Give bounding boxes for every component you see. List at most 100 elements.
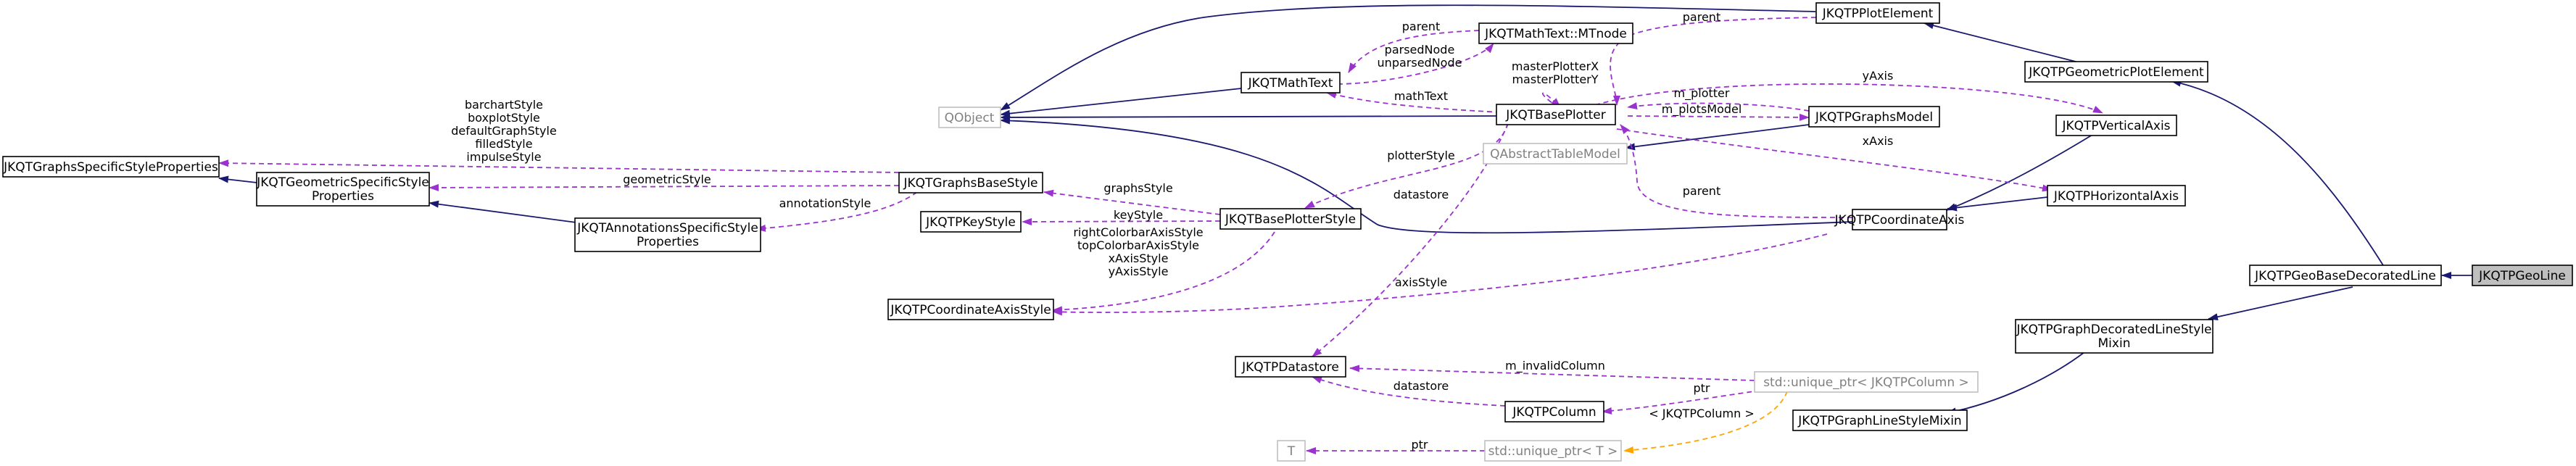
edge-m-plotsmodel [1627,113,1810,121]
label-axisstyle: axisStyle [1395,275,1447,289]
label-datastore-column: datastore [1393,379,1449,393]
label-axisstyles-4: yAxisStyle [1109,265,1169,278]
label-ptr-column: ptr [1693,381,1710,395]
node-jkqtpcoordinateaxis-label: JKQTPCoordinateAxis [1834,213,1965,228]
node-jkqtpgeobasedecoratedline[interactable]: JKQTPGeoBaseDecoratedLine [2249,265,2442,286]
label-parent-top: parent [1683,10,1720,24]
edge-keystyle [1022,217,1221,225]
label-yaxis: yAxis [1863,69,1894,83]
edge-annotationstyle [755,191,918,232]
node-jkqtbaseplotterstyle[interactable]: JKQTBasePlotterStyle [1219,208,1362,230]
node-t[interactable]: T [1277,440,1306,462]
node-jkqtpcoordinateaxisstyle-label: JKQTPCoordinateAxisStyle [890,303,1051,317]
edge-parsednode [1337,43,1494,85]
edge-tmpl-column [1623,391,1788,454]
node-jkqtannotationsspecificstyleproperties[interactable]: JKQTAnnotationsSpecificStyle Properties [574,217,761,252]
node-jkqtpgeometricplotelement-label: JKQTPGeometricPlotElement [2028,65,2204,80]
node-jkqtgraphsbasestyle-label: JKQTGraphsBaseStyle [903,176,1038,191]
node-unique-ptr-t-label: std::unique_ptr< T > [1488,444,1618,459]
edge-annotations-geometricspecific [428,200,577,223]
edge-graphsmodel-qabstracttablemodel [1625,124,1810,151]
node-jkqtmathtext-mtnode[interactable]: JKQTMathText::MTnode [1478,22,1633,44]
node-jkqtphorizontalaxis-label: JKQTPHorizontalAxis [2053,189,2179,204]
label-parent-axis: parent [1683,184,1720,198]
node-jkqtpgraphlinestylemixin[interactable]: JKQTPGraphLineStyleMixin [1792,409,1968,431]
node-jkqtpgraphdecoratedlinestylemixin-label-1: JKQTPGraphDecoratedLineStyle [2016,323,2211,337]
node-jkqtbaseplotter[interactable]: JKQTBasePlotter [1496,104,1616,125]
edge-mathtext-qobject [1000,88,1242,117]
label-styles-4: filledStyle [475,137,532,151]
node-unique-ptr-t[interactable]: std::unique_ptr< T > [1484,440,1622,462]
edge-geometricspecific-graphsspecific [218,175,257,183]
node-jkqtpgeobasedecoratedline-label: JKQTPGeoBaseDecoratedLine [2254,269,2436,283]
edge-parent-axis [1620,124,1853,218]
edge-coordinateaxis-qobject [1000,117,1853,234]
edge-baseplotter-qobject [1000,113,1497,121]
edge-xaxis [1616,128,2053,192]
label-styles-3: defaultGraphStyle [451,124,557,138]
node-jkqtmathtext-mtnode-label: JKQTMathText::MTnode [1484,27,1627,41]
edge-geometricplotelement-plotelement [1923,22,2079,63]
node-jkqtgeometricspecificstyleproperties[interactable]: JKQTGeometricSpecificStyle Properties [256,172,430,207]
node-jkqtpverticalaxis[interactable]: JKQTPVerticalAxis [2055,115,2177,136]
edges [218,4,2472,454]
node-qobject[interactable]: QObject [938,107,1001,128]
edge-masterplotter [1541,92,1561,108]
edge-plotelement-qobject [1000,4,1816,111]
edge-parent-top [1610,17,1817,106]
label-styles-5: impulseStyle [466,150,541,164]
node-jkqtpplotelement[interactable]: JKQTPPlotElement [1815,2,1940,24]
node-jkqtannotationsspecificstyleproperties-label-1: JKQTAnnotationsSpecificStyle [576,221,758,236]
node-jkqtpcoordinateaxisstyle[interactable]: JKQTPCoordinateAxisStyle [887,299,1054,320]
label-masterplotter-2: masterPlotterY [1512,72,1598,86]
label-keystyle: keyStyle [1114,208,1163,222]
edge-m-plotter [1627,102,1810,112]
node-jkqtpkeystyle-label: JKQTPKeyStyle [925,215,1016,230]
edge-styles [218,159,900,173]
edge-m-invalidcolumn [1349,365,1755,381]
label-geometricstyle: geometricStyle [623,172,711,186]
edge-parent-mtnode [1348,30,1480,73]
node-jkqtpkeystyle[interactable]: JKQTPKeyStyle [920,211,1022,233]
node-jkqtmathtext[interactable]: JKQTMathText [1241,72,1341,93]
node-jkqtpcolumn[interactable]: JKQTPColumn [1504,401,1604,423]
edge-plotterstyle [1304,122,1509,209]
node-jkqtpgraphdecoratedlinestylemixin[interactable]: JKQTPGraphDecoratedLineStyle Mixin [2015,319,2213,354]
node-jkqtpgeoline-label: JKQTPGeoLine [2478,269,2566,283]
node-unique-ptr-column[interactable]: std::unique_ptr< JKQTPColumn > [1754,371,1979,393]
edge-ptr-column [1602,388,1770,415]
node-unique-ptr-column-label: std::unique_ptr< JKQTPColumn > [1763,375,1969,390]
node-jkqtpdatastore[interactable]: JKQTPDatastore [1235,356,1346,378]
node-jkqtgraphsbasestyle[interactable]: JKQTGraphsBaseStyle [898,172,1043,194]
node-jkqtpgraphsmodel[interactable]: JKQTPGraphsModel [1808,106,1940,128]
edge-decoratedmixin-linestylemixin [1946,351,2085,415]
label-mathtext: mathText [1394,89,1448,103]
label-m-plotter: m_plotter [1674,86,1730,101]
node-qabstracttablemodel[interactable]: QAbstractTableModel [1483,143,1628,165]
node-jkqtpgraphsmodel-label: JKQTPGraphsModel [1815,110,1933,125]
node-jkqtpgeometricplotelement[interactable]: JKQTPGeometricPlotElement [2024,61,2208,83]
edge-yaxis [1594,83,2103,114]
node-jkqtbaseplotterstyle-label: JKQTBasePlotterStyle [1225,212,1356,227]
node-jkqtpgeoline[interactable]: JKQTPGeoLine [2472,265,2573,286]
label-m-plotsmodel: m_plotsModel [1662,102,1742,117]
edge-horizontalaxis-coordinateaxis [1947,196,2048,212]
node-jkqtbaseplotter-label: JKQTBasePlotter [1505,108,1605,122]
edge-geobasedecoratedline-decoratedmixin [2208,286,2353,321]
node-jkqtpverticalaxis-label: JKQTPVerticalAxis [2061,119,2170,133]
edge-geometricstyle [428,183,900,191]
edge-axisstyle [1052,233,1828,316]
label-axisstyles-1: rightColorbarAxisStyle [1073,225,1203,239]
node-jkqtgraphsspecificstyleproperties-label: JKQTGraphsSpecificStyleProperties [3,160,218,175]
node-jkqtgraphsspecificstyleproperties[interactable]: JKQTGraphsSpecificStyleProperties [2,156,220,178]
label-m-invalidcolumn: m_invalidColumn [1505,359,1605,373]
node-jkqtpcoordinateaxis[interactable]: JKQTPCoordinateAxis [1834,209,1965,230]
node-jkqtphorizontalaxis[interactable]: JKQTPHorizontalAxis [2047,185,2186,207]
node-t-label: T [1287,444,1296,459]
edge-geobasedecoratedline-geometricplotelement [2171,79,2384,266]
label-parsednode-2: unparsedNode [1378,56,1462,70]
label-datastore-main: datastore [1393,188,1449,201]
label-parent-mtnode: parent [1402,20,1440,33]
